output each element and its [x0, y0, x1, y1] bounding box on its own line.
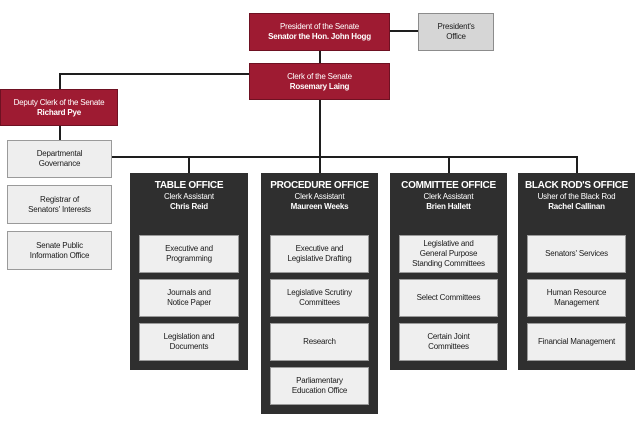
presidents-office-box: President's Office [418, 13, 494, 51]
black-rod-office-role: Usher of the Black Rod [537, 192, 616, 201]
black-rod-office-unit: Human Resource Management [527, 279, 626, 317]
clerk-name: Rosemary Laing [289, 81, 350, 91]
connector-drop-blackrod [576, 156, 578, 173]
deputy-unit-governance: Departmental Governance [7, 140, 112, 178]
connector-governance [112, 156, 578, 158]
connector-president-clerk [319, 51, 321, 63]
black-rod-office-title: BLACK ROD'S OFFICE [524, 180, 629, 191]
clerk-box: Clerk of the Senate Rosemary Laing [249, 63, 390, 100]
table-office-unit: Legislation and Documents [139, 323, 239, 361]
connector-drop-procedure [319, 156, 321, 173]
connector-president-office [390, 30, 418, 32]
procedure-office-header: PROCEDURE OFFICE Clerk Assistant Maureen… [261, 179, 378, 212]
connector-clerk-spine [319, 100, 321, 157]
table-office-header: TABLE OFFICE Clerk Assistant Chris Reid [130, 179, 248, 212]
procedure-office-unit: Executive and Legislative Drafting [270, 235, 369, 273]
committee-office-header: COMMITTEE OFFICE Clerk Assistant Brien H… [390, 179, 507, 212]
connector-deputy-units [59, 126, 61, 140]
committee-office-panel: COMMITTEE OFFICE Clerk Assistant Brien H… [390, 173, 507, 370]
table-office-title: TABLE OFFICE [154, 180, 224, 191]
procedure-office-panel: PROCEDURE OFFICE Clerk Assistant Maureen… [261, 173, 378, 414]
committee-office-unit: Legislative and General Purpose Standing… [399, 235, 498, 273]
connector-drop-committee [448, 156, 450, 173]
table-office-role: Clerk Assistant [164, 192, 214, 201]
procedure-office-title: PROCEDURE OFFICE [270, 180, 369, 191]
deputy-clerk-title: Deputy Clerk of the Senate [13, 97, 105, 107]
presidents-office-label: President's Office [437, 22, 475, 41]
table-office-head: Chris Reid [169, 202, 208, 211]
black-rod-office-header: BLACK ROD'S OFFICE Usher of the Black Ro… [518, 179, 635, 212]
procedure-office-unit: Legislative Scrutiny Committees [270, 279, 369, 317]
black-rod-office-head: Rachel Callinan [548, 202, 605, 211]
procedure-office-role: Clerk Assistant [294, 192, 345, 201]
deputy-clerk-name: Richard Pye [36, 107, 82, 117]
president-box: President of the Senate Senator the Hon.… [249, 13, 390, 51]
deputy-unit-public-info: Senate Public Information Office [7, 231, 112, 270]
clerk-title: Clerk of the Senate [287, 71, 352, 81]
procedure-office-head: Maureen Weeks [290, 202, 349, 211]
connector-deputy-bar [59, 73, 249, 75]
committee-office-role: Clerk Assistant [423, 192, 474, 201]
connector-deputy-drop [59, 73, 61, 89]
black-rod-office-panel: BLACK ROD'S OFFICE Usher of the Black Ro… [518, 173, 635, 370]
black-rod-office-unit: Financial Management [527, 323, 626, 361]
committee-office-unit: Certain Joint Committees [399, 323, 498, 361]
table-office-unit: Journals and Notice Paper [139, 279, 239, 317]
deputy-clerk-box: Deputy Clerk of the Senate Richard Pye [0, 89, 118, 126]
committee-office-head: Brien Hallett [426, 202, 471, 211]
connector-drop-table [188, 156, 190, 173]
deputy-unit-registrar: Registrar of Senators' Interests [7, 185, 112, 224]
table-office-panel: TABLE OFFICE Clerk Assistant Chris Reid … [130, 173, 248, 370]
procedure-office-unit: Research [270, 323, 369, 361]
committee-office-unit: Select Committees [399, 279, 498, 317]
black-rod-office-unit: Senators' Services [527, 235, 626, 273]
procedure-office-unit: Parliamentary Education Office [270, 367, 369, 405]
table-office-unit: Executive and Programming [139, 235, 239, 273]
president-title: President of the Senate [279, 22, 359, 31]
committee-office-title: COMMITTEE OFFICE [401, 180, 496, 191]
president-name: Senator the Hon. John Hogg [268, 32, 371, 41]
